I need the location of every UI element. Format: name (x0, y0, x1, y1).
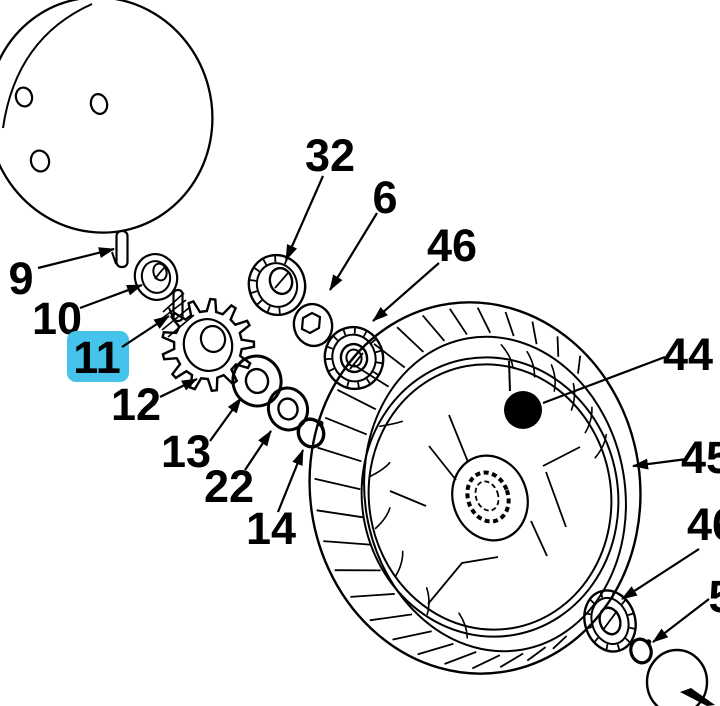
leader-line-45 (632, 457, 688, 470)
selected-callout-highlight (67, 331, 129, 382)
key-pin-part-9 (111, 229, 129, 269)
callout-11-selected[interactable]: 11 (73, 332, 121, 383)
leader-line-46 (372, 262, 440, 322)
leader-line-13 (209, 397, 242, 442)
callout-46[interactable]: 46 (687, 499, 720, 550)
callout-32[interactable]: 32 (305, 130, 355, 181)
leader-line-46 (621, 548, 700, 600)
nut-part-10 (133, 253, 179, 301)
grease-fitting-dot-44 (504, 360, 542, 429)
callout-46[interactable]: 46 (427, 220, 477, 271)
leader-line-5 (652, 598, 710, 643)
leader-line-11 (121, 315, 170, 348)
callout-13[interactable]: 13 (161, 426, 211, 477)
callouts-layer: 9101112132214326464445465 (8, 130, 720, 643)
leader-line-9 (37, 247, 115, 270)
e-ring-part-14 (296, 417, 326, 449)
wheel-spokes (389, 414, 581, 605)
callout-44[interactable]: 44 (663, 329, 713, 380)
leader-line-44 (542, 355, 666, 405)
leader-line-10 (79, 283, 143, 310)
retaining-ring-part-5 (629, 637, 653, 665)
callout-6[interactable]: 6 (372, 172, 397, 223)
callout-9[interactable]: 9 (8, 253, 33, 304)
callout-12[interactable]: 12 (111, 379, 161, 430)
hubcap-part (645, 648, 715, 706)
cover-disc-part (0, 0, 214, 234)
leader-line-32 (284, 175, 325, 261)
wheel-hub (451, 454, 529, 542)
callout-22[interactable]: 22 (204, 461, 254, 512)
pointer-wedge (680, 688, 715, 706)
leader-line-6 (329, 212, 378, 291)
leader-line-14 (276, 449, 305, 513)
leader-line-12 (159, 378, 198, 398)
callout-14[interactable]: 14 (246, 503, 296, 554)
bearing-part-32 (247, 253, 307, 317)
washer-part-13 (231, 354, 283, 408)
hex-washer-part-6 (292, 302, 334, 348)
leader-line-22 (244, 430, 272, 471)
pinion-gear-part-12 (159, 292, 256, 393)
bearing-part-46-lower (583, 589, 637, 653)
washer-part-22 (266, 386, 310, 432)
callout-5[interactable]: 5 (708, 571, 720, 622)
callout-45[interactable]: 45 (681, 432, 720, 483)
